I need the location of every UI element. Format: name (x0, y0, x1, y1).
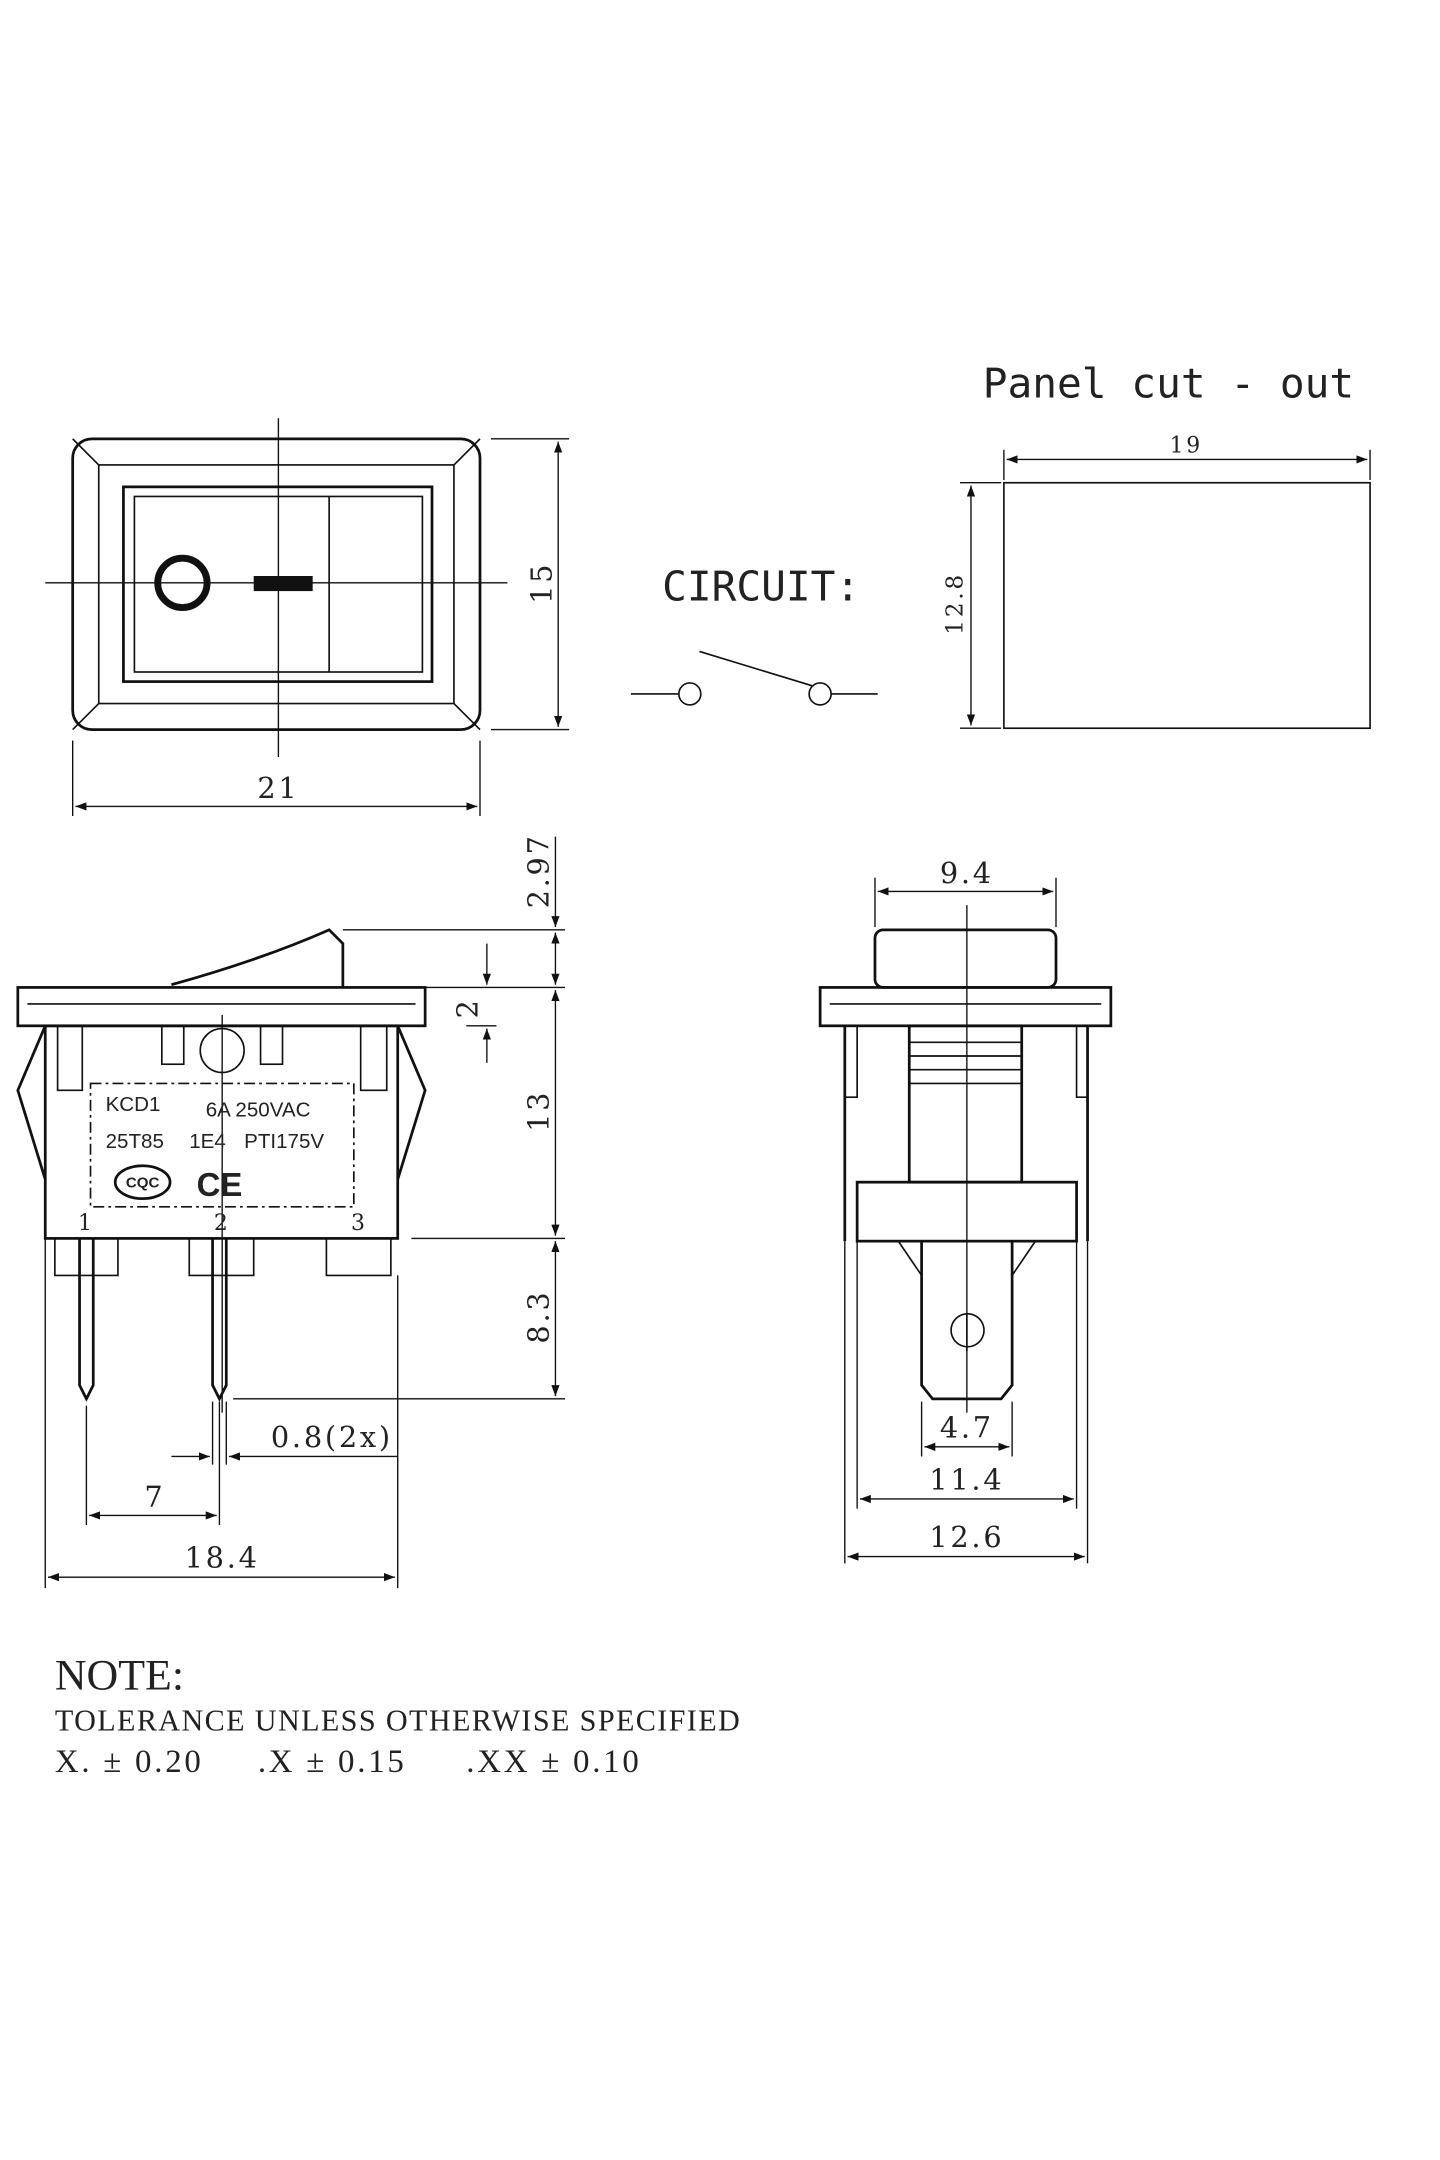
panel-cutout-title: Panel cut - out (983, 360, 1354, 408)
front-width-dim: 12.6 (929, 1520, 1004, 1554)
top-width-dim: 9.4 (940, 856, 994, 890)
ce-logo-icon: CE (197, 1166, 243, 1203)
pin-number-1: 1 (78, 1211, 95, 1236)
note-line: TOLERANCE UNLESS OTHERWISE SPECIFIED (55, 1704, 741, 1738)
rocker-height-dim: 2.97 (522, 833, 556, 908)
cqc-logo-text: CQC (126, 1175, 160, 1192)
label-pti: PTI175V (244, 1130, 324, 1153)
top-view: 15 21 (45, 418, 570, 816)
front-view: 9.4 4.7 11.4 12.6 (818, 856, 1113, 1564)
tolerance-dxx: .XX ± 0.10 (466, 1744, 641, 1780)
flange-dim: 2 (450, 997, 484, 1018)
label-cycles: 1E4 (189, 1130, 226, 1153)
pin-pitch-dim: 7 (144, 1480, 165, 1514)
circuit-diagram: CIRCUIT: (630, 563, 878, 706)
side-view: KCD1 6A 250VAC 25T85 1E4 PTI175V CQC CE … (16, 833, 566, 1589)
terminal-width-dim: 4.7 (940, 1410, 994, 1444)
base-width-dim: 11.4 (929, 1462, 1004, 1496)
note-title: NOTE: (55, 1652, 184, 1700)
cqc-logo-icon (113, 1164, 172, 1200)
width-dim: 21 (257, 771, 299, 805)
label-rating: 6A 250VAC (206, 1098, 311, 1121)
label-temp: 25T85 (106, 1130, 164, 1153)
tolerance-x: X. ± 0.20 (55, 1744, 204, 1780)
side-width-dim: 18.4 (185, 1541, 260, 1575)
panel-cutout: Panel cut - out 19 12.8 (942, 360, 1371, 730)
label-model: KCD1 (106, 1093, 161, 1116)
cutout-height-dim: 12.8 (942, 572, 969, 635)
body-height-dim: 13 (522, 1090, 556, 1132)
cutout-width-dim: 19 (1170, 434, 1203, 459)
pin-number-2: 2 (214, 1211, 231, 1236)
tolerance-dx: .X ± 0.15 (258, 1744, 407, 1780)
circuit-title: CIRCUIT: (662, 563, 860, 611)
height-dim: 15 (524, 562, 558, 604)
tolerance-note: NOTE: TOLERANCE UNLESS OTHERWISE SPECIFI… (55, 1652, 741, 1780)
pin-number-3: 3 (351, 1211, 368, 1236)
pin-length-dim: 8.3 (522, 1290, 556, 1344)
pin-width-dim: 0.8(2x) (271, 1420, 393, 1454)
